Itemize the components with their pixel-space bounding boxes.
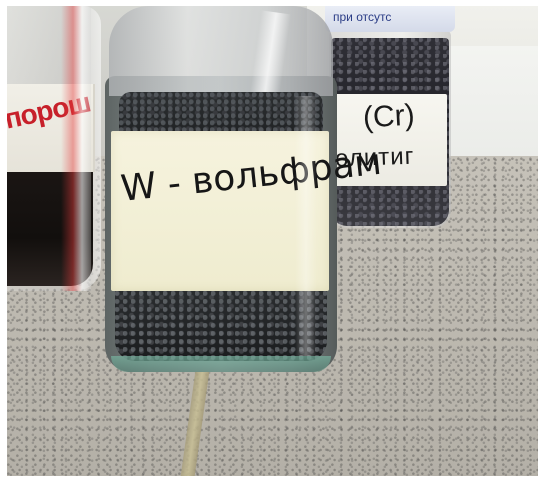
chromium-jar-cap-band: при отсутс	[325, 6, 455, 32]
tungsten-jar-glare	[295, 96, 317, 356]
chromium-jar-label-symbol: (Cr)	[362, 98, 416, 135]
tungsten-jar-base	[111, 356, 331, 372]
tungsten-jar-label: W - вольфрам	[111, 131, 384, 291]
left-jar-edge	[61, 6, 91, 291]
tungsten-powder-bottom	[115, 291, 327, 361]
chromium-jar: при отсутс (Cr) олитиг	[325, 6, 455, 231]
chromium-jar-label: (Cr) олитиг	[335, 94, 447, 186]
lab-photo: порош при отсутс (Cr) олитиг W - вольфра…	[7, 6, 538, 476]
chromium-jar-cap-text: при отсутс	[333, 10, 392, 24]
tungsten-jar: W - вольфрам	[105, 6, 384, 376]
tungsten-jar-shoulder	[109, 6, 333, 96]
left-jar: порош	[7, 6, 101, 291]
